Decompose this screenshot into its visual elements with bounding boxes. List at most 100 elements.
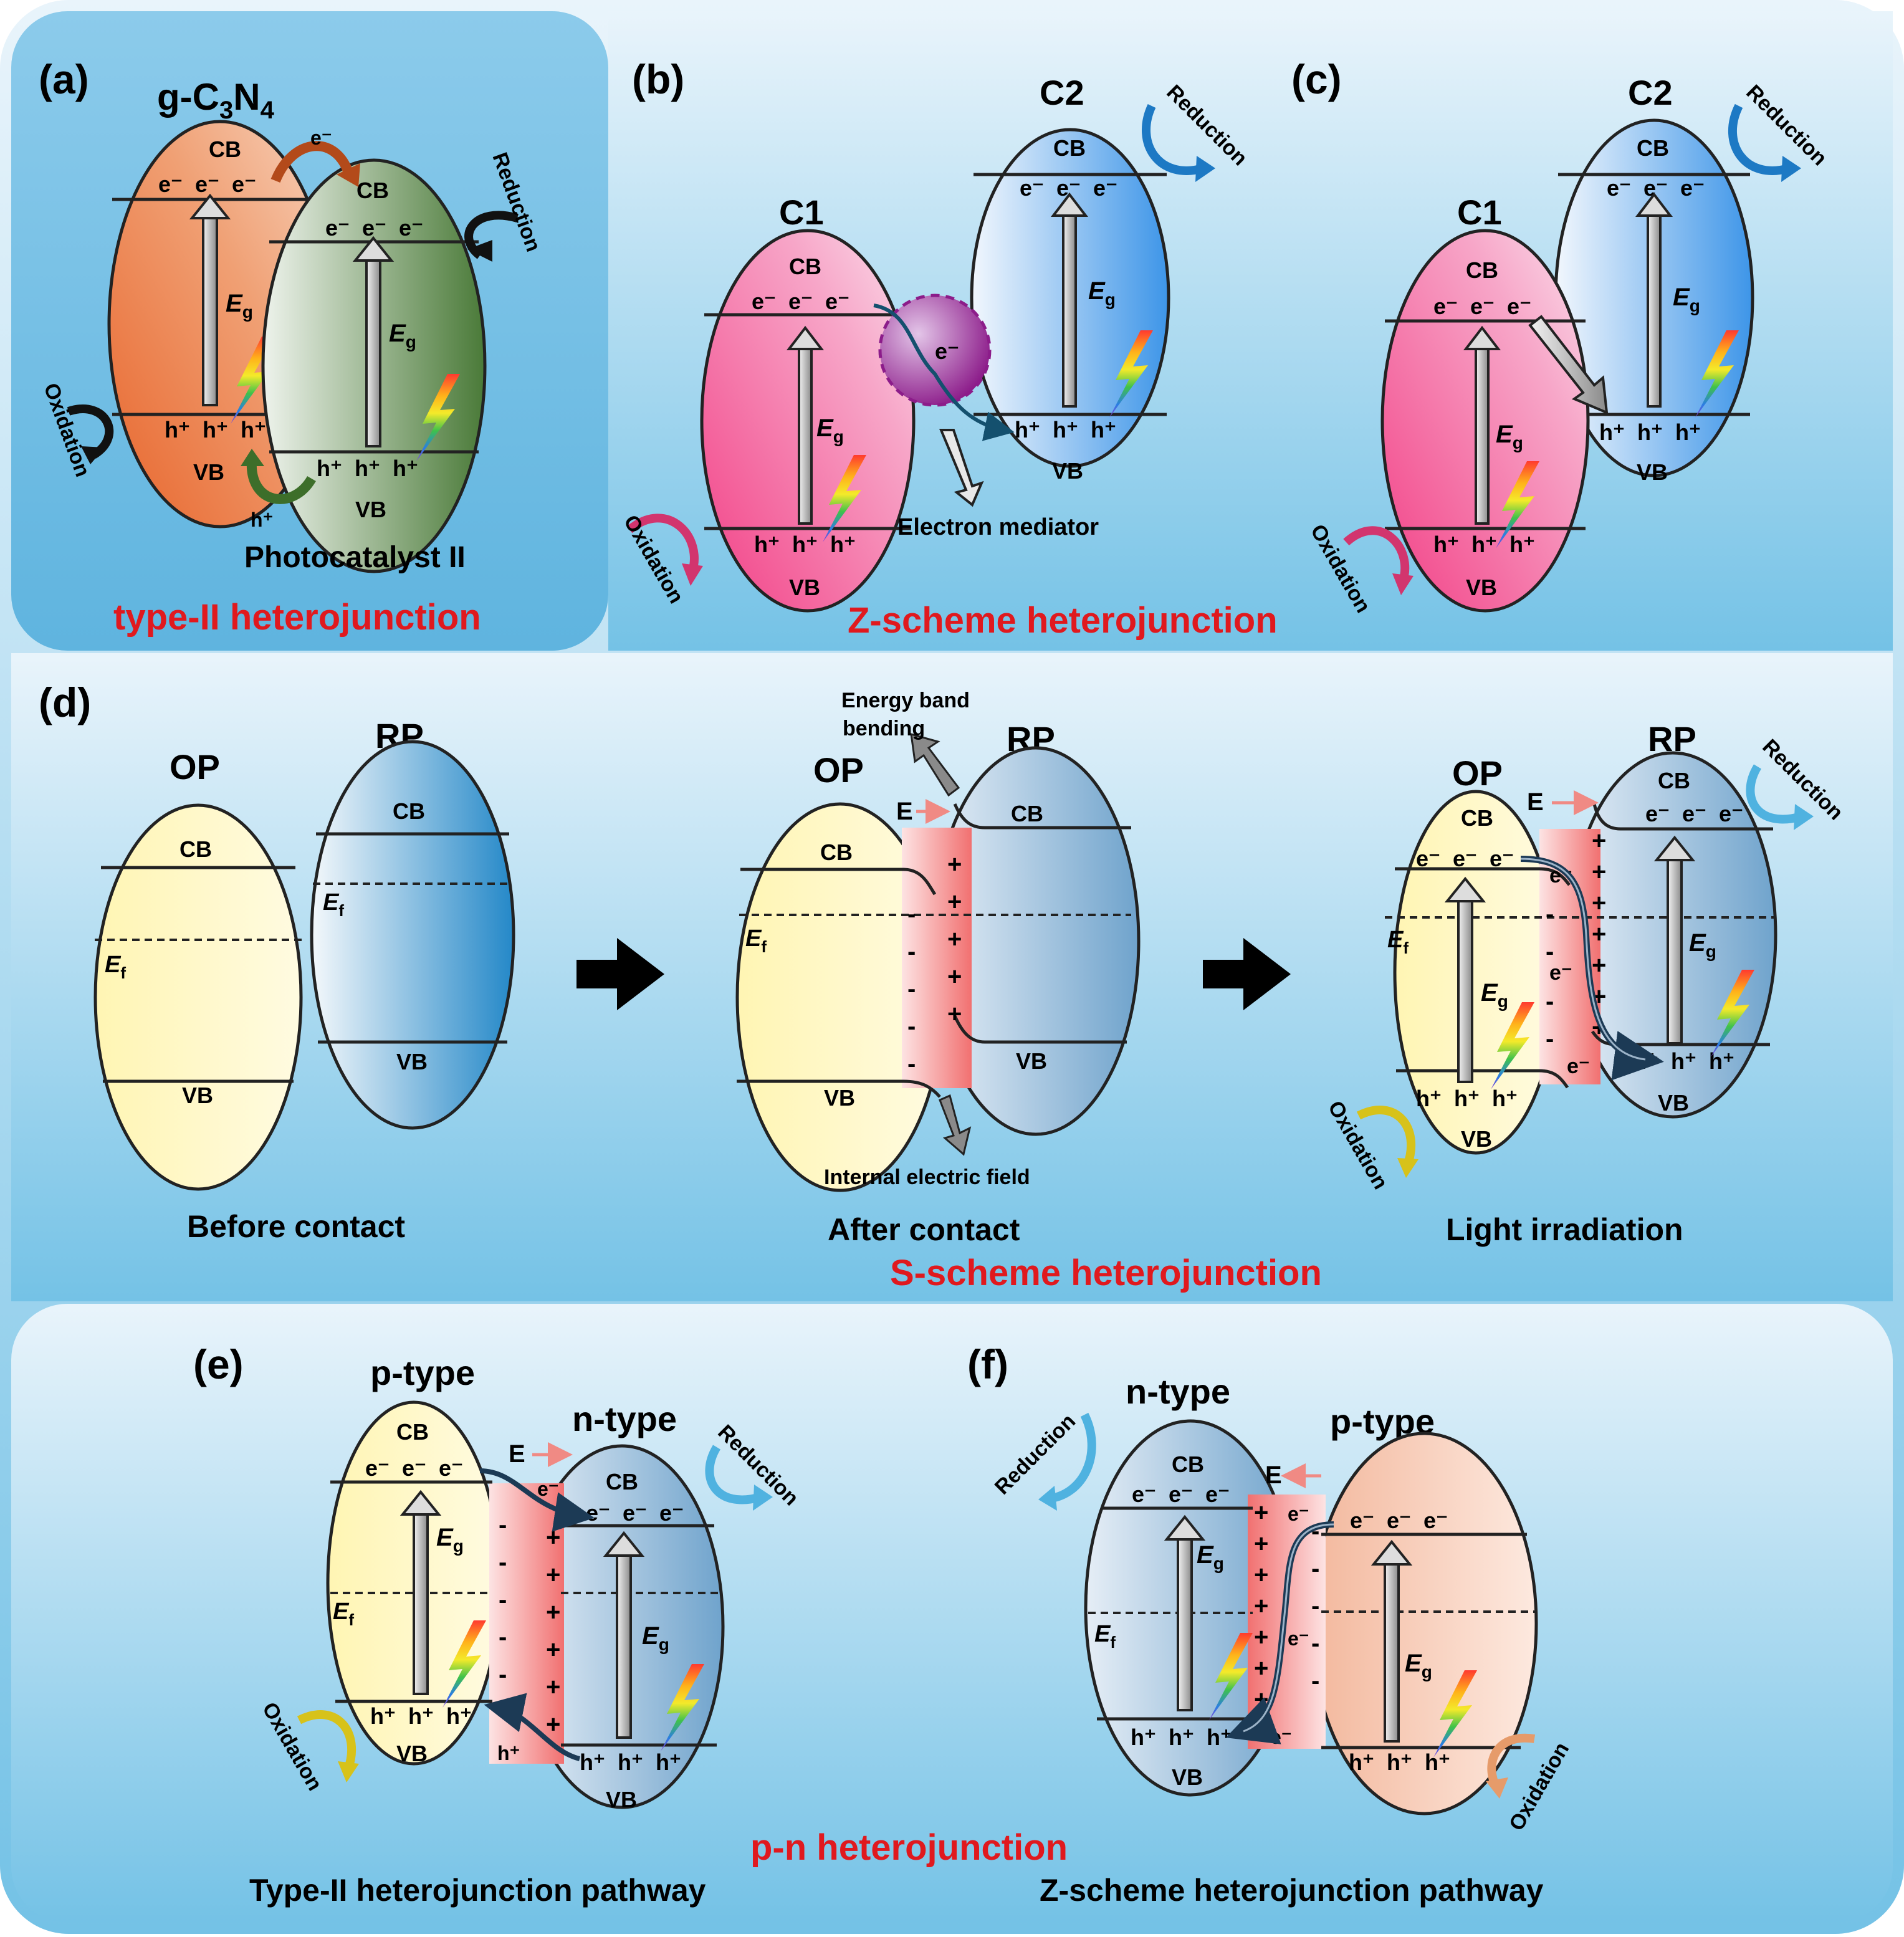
svg-text:+: + xyxy=(1254,1624,1268,1651)
c2-cb-label-c: CB xyxy=(1637,135,1669,161)
z-electron-path-b xyxy=(873,304,1015,441)
n-holes-e: h⁺ h⁺ h⁺ xyxy=(580,1749,681,1775)
panel-f-letter: (f) xyxy=(967,1341,1008,1387)
n-arrow-head-e xyxy=(603,1531,645,1557)
svg-text:+: + xyxy=(1592,858,1606,886)
op-vb-bent-3 xyxy=(1396,1069,1569,1089)
p-arrow-f xyxy=(1384,1552,1400,1743)
panel-a-title: g-C3N4 xyxy=(157,76,275,124)
n-electrons-e: e⁻ e⁻ e⁻ xyxy=(586,1500,684,1526)
c1-cb-label-c: CB xyxy=(1466,257,1498,283)
panel-d-letter: (d) xyxy=(39,679,91,725)
rp-ellipse-1 xyxy=(310,740,515,1130)
pc2-eg: Eg xyxy=(389,320,416,352)
n-cb-label-e: CB xyxy=(606,1469,638,1495)
electron-flow-e xyxy=(479,1468,595,1532)
c1-vb-label-b: VB xyxy=(789,575,820,600)
hole-transfer-arrow xyxy=(246,461,316,504)
c1-eg-b: Eg xyxy=(816,414,844,446)
reduction-arrow-c-head xyxy=(1781,156,1801,182)
op-ef-1: Ef xyxy=(105,952,126,982)
reduction-arrow-a-head xyxy=(467,240,492,262)
c1-light-icon-b xyxy=(823,455,866,542)
svg-text:+: + xyxy=(546,1673,560,1701)
c2-cb-label-b: CB xyxy=(1053,135,1086,161)
svg-text:-: - xyxy=(1546,988,1554,1015)
p-vb-label-e: VB xyxy=(396,1741,428,1766)
field-e-label-f: E xyxy=(1265,1461,1282,1489)
pc2-arrow-head xyxy=(352,236,395,262)
op-ef-2: Ef xyxy=(745,925,767,956)
op-cb-bent-3 xyxy=(1395,867,1571,886)
op-vb-label-2: VB xyxy=(824,1085,855,1111)
electron-mediator-sphere xyxy=(878,294,992,407)
n-ef-f: Ef xyxy=(1094,1621,1116,1652)
op-vb-label-3: VB xyxy=(1461,1126,1492,1152)
op-eg-3: Eg xyxy=(1481,979,1508,1011)
band-bending-label-2: bending xyxy=(843,717,925,740)
rp-vb-label-3: VB xyxy=(1658,1090,1689,1116)
n-cb-label-f: CB xyxy=(1172,1452,1204,1477)
mediator-electron: e⁻ xyxy=(935,338,959,364)
direct-z-transfer-arrow xyxy=(1528,315,1609,415)
internal-field-label: Internal electric field xyxy=(824,1165,1030,1189)
depletion-f-electron-3: e⁻ xyxy=(1270,1726,1292,1748)
rp-cb-label-1: CB xyxy=(393,798,425,824)
oxidation-arrow-c xyxy=(1343,526,1410,585)
electron-transfer-arrow xyxy=(270,141,354,183)
process-arrow-1 xyxy=(576,938,664,1010)
p-electrons-f: e⁻ e⁻ e⁻ xyxy=(1350,1508,1448,1533)
c2-holes-b: h⁺ h⁺ h⁺ xyxy=(1015,417,1116,442)
svg-text:-: - xyxy=(1546,1025,1554,1053)
svg-text:+: + xyxy=(947,925,962,953)
rp-arrow-head-3 xyxy=(1653,835,1696,861)
panel-e-letter: (e) xyxy=(193,1341,244,1387)
c1-arrow-head-b xyxy=(786,325,825,350)
c1-arrow-c xyxy=(1475,338,1490,525)
p-type-label-e: p-type xyxy=(370,1353,475,1392)
n-arrow-head-f xyxy=(1164,1514,1206,1541)
panel-f-caption: Z-scheme heterojunction pathway xyxy=(1040,1873,1544,1908)
c1-cb-label-b: CB xyxy=(789,254,821,279)
rp-ef-1: Ef xyxy=(323,889,344,920)
band-bending-label-1: Energy band xyxy=(841,689,970,712)
svg-text:-: - xyxy=(907,1050,916,1078)
reduction-arrow-d xyxy=(1746,764,1802,824)
svg-text:+: + xyxy=(546,1561,560,1589)
n-arrow-e xyxy=(616,1543,632,1739)
op-light-icon-3 xyxy=(1491,1002,1534,1089)
pc2-bandgap-arrow xyxy=(365,247,381,447)
p-cb-label-e: CB xyxy=(396,1419,429,1445)
panel-b-caption: Z-scheme heterojunction xyxy=(848,600,1278,641)
panel-a-letter: (a) xyxy=(39,56,89,102)
op-label-3: OP xyxy=(1452,753,1503,793)
svg-text:-: - xyxy=(907,975,916,1003)
svg-text:-: - xyxy=(499,1549,507,1576)
after-contact-group: OP RP CB VB CB VB Ef - - - - - + + + + +… xyxy=(735,689,1141,1247)
field-e-label-3: E xyxy=(1527,788,1544,816)
rp-holes-3: h⁺ h⁺ h⁺ xyxy=(1633,1048,1734,1074)
oxidation-arrow-a-head xyxy=(81,446,105,464)
p-eg-e: Eg xyxy=(436,1524,464,1556)
g-c3n4-electrons: e⁻ e⁻ e⁻ xyxy=(158,171,256,197)
op-electrons-3: e⁻ e⁻ e⁻ xyxy=(1416,846,1514,871)
c2-light-icon-c xyxy=(1695,330,1739,418)
band-bending-pointer xyxy=(910,732,960,797)
c1-vb-label-c: VB xyxy=(1466,575,1497,600)
hole-flow-e xyxy=(484,1693,581,1761)
p-electrons-e: e⁻ e⁻ e⁻ xyxy=(365,1455,463,1481)
rp-vb-label-1: VB xyxy=(396,1049,428,1074)
band-electron-3: e⁻ xyxy=(1567,1055,1590,1078)
transfer-h-label: h⁺ xyxy=(251,509,273,531)
c1-holes-b: h⁺ h⁺ h⁺ xyxy=(754,532,856,557)
minus-column-e: - xyxy=(499,1511,507,1539)
g-c3n4-cb-label: CB xyxy=(209,136,241,162)
reduction-arrow-b xyxy=(1142,104,1204,175)
p-light-icon-e xyxy=(443,1620,486,1708)
op-cb-label-1: CB xyxy=(179,836,212,862)
svg-text:-: - xyxy=(907,938,916,965)
svg-text:+: + xyxy=(1254,1530,1268,1557)
panel-d-caption: S-scheme heterojunction xyxy=(890,1253,1322,1293)
panel-f: (f) n-type p-type CB e⁻ e⁻ e⁻ h⁺ h⁺ h⁺ V… xyxy=(967,1341,1574,1908)
